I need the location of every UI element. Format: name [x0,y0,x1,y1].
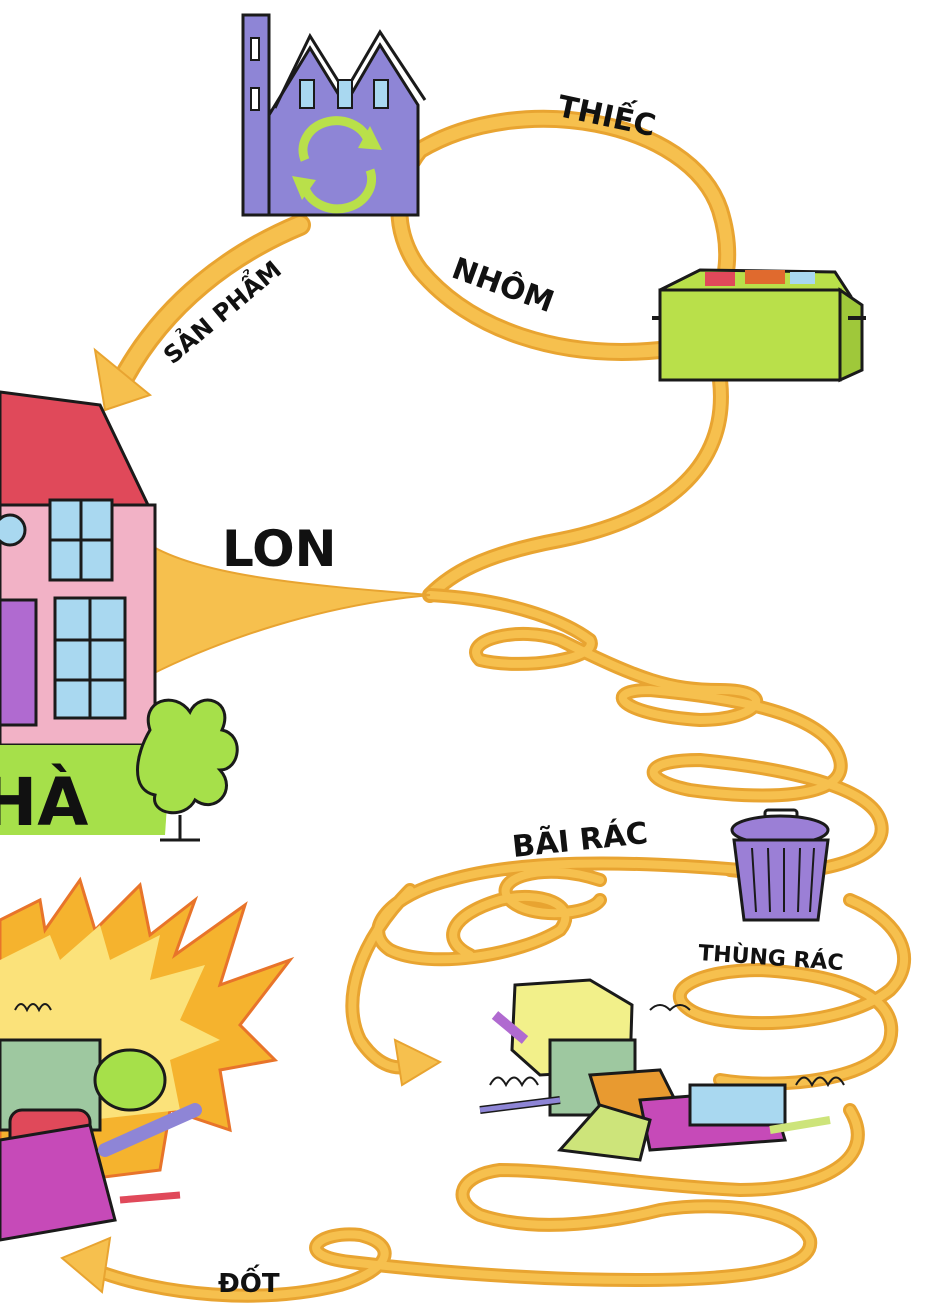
burn-arrowhead [62,1238,110,1292]
dump-arrowhead [395,1040,440,1085]
recycling-bin-icon [652,270,866,380]
can-loops-path [680,900,904,1084]
trash-can-icon [732,810,828,920]
junk-pile-icon [480,980,844,1160]
label-dot: ĐỐT [218,1263,280,1299]
fire-icon [0,880,290,1240]
label-lon: LON [222,520,336,578]
label-nha: HÀ [0,763,88,841]
factory-icon [243,15,425,215]
